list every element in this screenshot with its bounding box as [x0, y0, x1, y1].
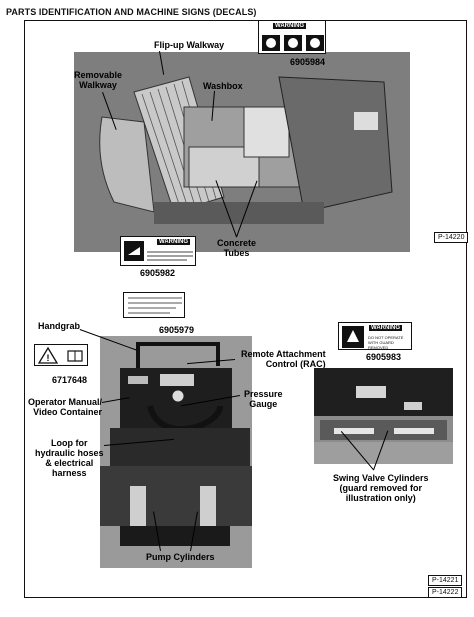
decal-6905982: WARNING	[120, 236, 196, 266]
washbox-label: Washbox	[203, 81, 243, 91]
hand-hazard-icon	[342, 326, 364, 348]
svg-text:!: !	[47, 353, 50, 363]
decal-6717648: !	[34, 344, 88, 366]
warning-banner: WARNING	[273, 23, 306, 29]
operator-manual-label: Operator Manual/ Video Container	[28, 397, 103, 417]
removable-walkway-label: Removable Walkway	[74, 70, 123, 90]
swing-valve-photo	[314, 368, 453, 464]
pn-6717648-label: 6717648	[52, 375, 88, 385]
pressure-gauge-label: Pressure Gauge	[244, 389, 283, 409]
concrete-tubes-label: Concrete Tubes	[217, 238, 257, 258]
page-title: PARTS IDENTIFICATION AND MACHINE SIGNS (…	[6, 7, 257, 17]
photo-id-14220: P-14220	[434, 232, 469, 243]
decal-6905979	[123, 292, 185, 318]
swing-valve-label: Swing Valve Cylinders (guard removed for…	[333, 473, 429, 503]
read-manual-icon: !	[37, 346, 83, 364]
pump-cylinders-label: Pump Cylinders	[146, 552, 215, 562]
pump-photo	[100, 336, 252, 568]
figure-frame	[24, 20, 467, 598]
decal-text: DO NOT OPERATE WITH GUARD REMOVED	[368, 335, 404, 350]
photo-id-14221: P-14221	[428, 575, 463, 586]
hazard-symbols-icon	[262, 35, 324, 51]
flipup-walkway-label: Flip-up Walkway	[154, 40, 225, 50]
pn-6905979-label: 6905979	[159, 325, 195, 335]
warning-banner: WARNING	[157, 239, 190, 245]
pn-6905982-label: 6905982	[140, 268, 176, 278]
remote-attachment-label: Remote Attachment Control (RAC)	[241, 349, 326, 369]
pinch-hazard-icon	[124, 241, 144, 261]
decal-6905984: WARNING	[258, 20, 326, 54]
pn-6905984-label: 6905984	[290, 57, 326, 67]
decal-6905983: WARNING DO NOT OPERATE WITH GUARD REMOVE…	[338, 322, 412, 350]
pn-6905983-label: 6905983	[366, 352, 402, 362]
handgrab-label: Handgrab	[38, 321, 81, 331]
photo-id-14222: P-14222	[428, 587, 463, 598]
warning-banner: WARNING	[369, 325, 402, 331]
hose-loop-label: Loop for hydraulic hoses & electrical ha…	[35, 438, 104, 478]
